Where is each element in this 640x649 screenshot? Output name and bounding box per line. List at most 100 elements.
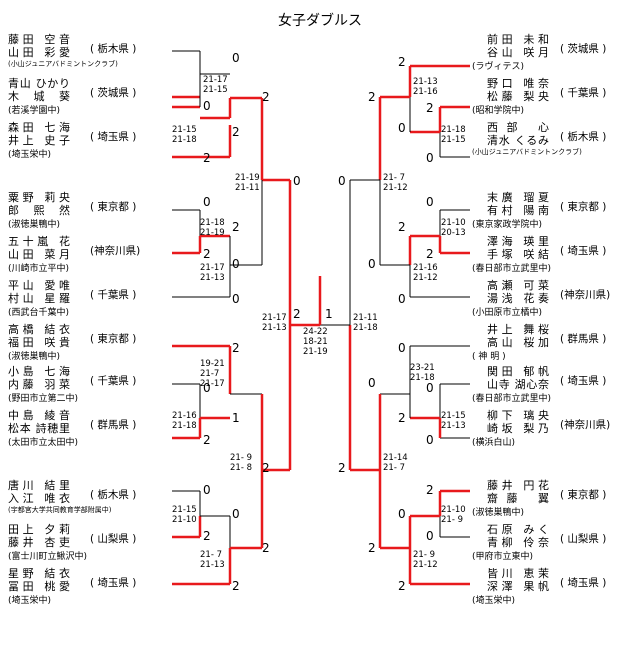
player-name: 平山 愛唯	[8, 279, 70, 292]
entry-score: 2	[203, 247, 211, 261]
entry-score: 2	[232, 579, 240, 593]
right-entry-names: 野口 唯奈松藤 梨央	[487, 77, 549, 103]
club-name: (春日部市立武里中)	[472, 264, 552, 274]
game-score: 21-14	[383, 453, 408, 463]
entry-score: 0	[398, 507, 406, 521]
game-score: 21-15	[441, 135, 466, 145]
entry-score: 0	[203, 381, 211, 395]
prefecture: ( 群馬県 )	[90, 419, 137, 431]
game-score: 21-18	[172, 421, 197, 431]
game-score: 19-21	[200, 359, 225, 369]
entry-score: 0	[426, 151, 434, 165]
game-score: 21-17	[262, 313, 287, 323]
player-name: 内藤 羽菜	[8, 378, 70, 391]
player-name: 末廣 瑠夏	[487, 191, 549, 204]
game-score: 21-10	[441, 218, 466, 228]
entry-score: 2	[232, 220, 240, 234]
player-name: 藤井 杏吏	[8, 536, 70, 549]
player-name: 湯浅 花奏	[487, 292, 549, 305]
game-score: 21-15	[441, 411, 466, 421]
right-entry-names: 関田 郁帆山寺 湖心奈	[487, 365, 549, 391]
player-name: 青柳 伶奈	[487, 536, 549, 549]
game-score: 21-13	[200, 273, 225, 283]
player-name: 中島 綾音	[8, 409, 70, 422]
player-name: 高山 桜加	[487, 336, 549, 349]
player-name: 石原 みく	[487, 523, 549, 536]
game-score: 21-13	[200, 560, 225, 570]
entry-score: 2	[426, 483, 434, 497]
entry-score: 0	[203, 99, 211, 113]
game-score: 21-11	[235, 183, 260, 193]
entry-score: 2	[398, 220, 406, 234]
right-entry-names: 藤井 円花齋藤 翼	[487, 479, 549, 505]
player-name: 小島 七海	[8, 365, 70, 378]
prefecture: ( 東京都 )	[560, 201, 607, 213]
prefecture: ( 埼玉県 )	[560, 245, 607, 257]
prefecture: (神奈川県)	[560, 419, 611, 431]
game-score: 24-22	[303, 327, 328, 337]
entry-score: 0	[426, 195, 434, 209]
game-score: 21-17	[200, 379, 225, 389]
game-score: 21- 9	[441, 515, 463, 525]
game-score: 21- 9	[230, 453, 252, 463]
game-score: 21-18	[410, 373, 435, 383]
prefecture: ( 東京都 )	[90, 201, 137, 213]
left-entry-names: 唐川 結里入江 唯衣	[8, 479, 70, 505]
game-score: 21-12	[413, 560, 438, 570]
player-name: 田上 夕莉	[8, 523, 70, 536]
game-score: 21-19	[303, 347, 328, 357]
player-name: 松本 詩穂里	[8, 422, 70, 435]
game-score: 21-7	[200, 369, 219, 379]
entry-score: 2	[338, 461, 346, 475]
club-name: (横浜白山)	[472, 438, 516, 448]
final-score: 1	[325, 307, 333, 321]
player-name: 森田 七海	[8, 121, 70, 134]
player-name: 冨田 桃愛	[8, 580, 70, 593]
right-entry-names: 柳下 璃央崎坂 梨乃	[487, 409, 549, 435]
club-name: (川崎市立平中)	[8, 264, 70, 274]
prefecture: ( 埼玉県 )	[560, 375, 607, 387]
prefecture: ( 埼玉県 )	[90, 131, 137, 143]
entry-score: 2	[398, 579, 406, 593]
right-entry-names: 澤海 瑛里手塚 咲結	[487, 235, 549, 261]
player-name: 深澤 果帆	[487, 580, 549, 593]
entry-score: 0	[232, 292, 240, 306]
player-name: 木 城 葵	[8, 90, 70, 103]
entry-score: 0	[426, 433, 434, 447]
left-entry-names: 五十嵐 花山田 菜月	[8, 235, 70, 261]
entry-score: 0	[232, 507, 240, 521]
game-score: 21- 7	[383, 463, 405, 473]
club-name: ( 神 明 )	[472, 352, 506, 362]
player-name: 高瀬 可菜	[487, 279, 549, 292]
left-entry-names: 小島 七海内藤 羽菜	[8, 365, 70, 391]
game-score: 21-15	[203, 85, 228, 95]
prefecture: ( 栃木県 )	[560, 131, 607, 143]
club-name: (野田市立第二中)	[8, 394, 79, 404]
game-score: 21- 9	[413, 550, 435, 560]
club-name: (東京家政学院中)	[472, 220, 543, 230]
entry-score: 0	[203, 483, 211, 497]
left-entry-names: 平山 愛唯村山 星羅	[8, 279, 70, 305]
entry-score: 0	[232, 51, 240, 65]
right-entry-names: 井上 舞桜高山 桜加	[487, 323, 549, 349]
player-name: 山寺 湖心奈	[487, 378, 549, 391]
left-entry-names: 星野 結衣冨田 桃愛	[8, 567, 70, 593]
player-name: 齋藤 翼	[487, 492, 549, 505]
game-score: 21-10	[172, 515, 197, 525]
entry-score: 2	[203, 433, 211, 447]
player-name: 唐川 結里	[8, 479, 70, 492]
club-name: (富士川町立鰍沢中)	[8, 552, 88, 562]
entry-score: 0	[398, 292, 406, 306]
entry-score: 1	[232, 411, 240, 425]
entry-score: 0	[426, 529, 434, 543]
entry-score: 2	[398, 55, 406, 69]
player-name: 手塚 咲結	[487, 248, 549, 261]
right-entry-names: 西部 心清水 くるみ	[487, 121, 549, 147]
club-name: (若溪学園中)	[8, 106, 61, 116]
game-score: 21-12	[413, 273, 438, 283]
club-name: (埼玉栄中)	[8, 150, 52, 160]
player-name: 村山 星羅	[8, 292, 70, 305]
game-score: 21- 8	[230, 463, 252, 473]
